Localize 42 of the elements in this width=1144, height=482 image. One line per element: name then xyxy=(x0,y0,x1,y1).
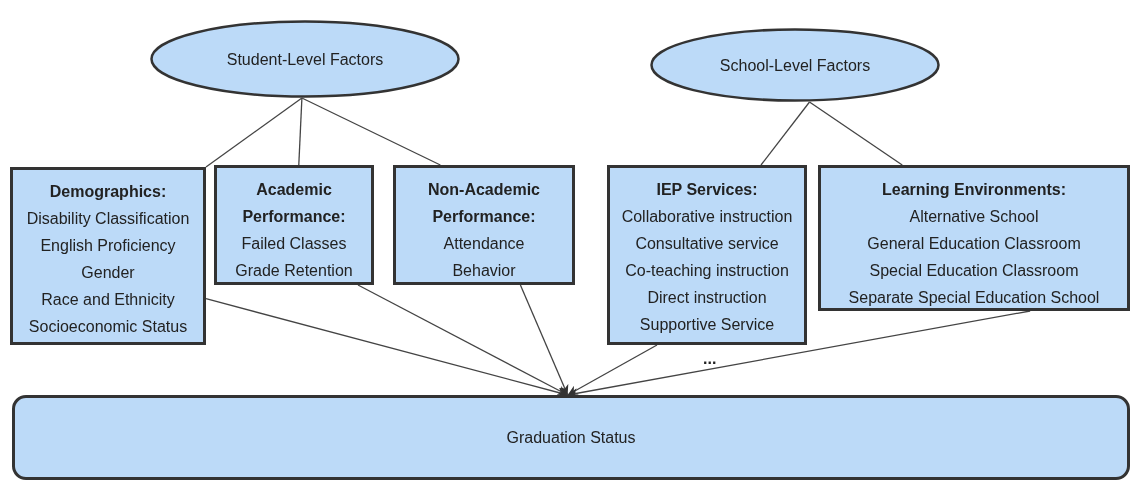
box-heading: Non-Academic Performance: xyxy=(427,180,541,227)
connector-line xyxy=(760,101,811,166)
connector-line xyxy=(808,101,903,166)
connector-line xyxy=(301,97,441,166)
list-item: Alternative School xyxy=(909,207,1039,227)
arrow xyxy=(567,344,658,396)
box-heading: Academic Performance: xyxy=(241,180,347,227)
list-item: Race and Ethnicity xyxy=(41,290,175,310)
box-heading: Learning Environments: xyxy=(882,180,1066,200)
arrow xyxy=(357,284,569,396)
factor-box xyxy=(10,167,206,345)
node-label: Graduation Status xyxy=(506,428,636,448)
connector-line xyxy=(205,97,303,168)
factor-box xyxy=(393,165,575,285)
list-item: Co-teaching instruction xyxy=(625,261,789,281)
list-item: Consultative service xyxy=(635,234,779,254)
factor-box xyxy=(818,165,1130,311)
list-item: Behavior xyxy=(452,261,516,281)
ellipse-node xyxy=(650,28,940,102)
list-item: Separate Special Education School xyxy=(848,288,1100,308)
arrow xyxy=(519,284,569,396)
connector-line xyxy=(298,97,303,166)
ellipsis-note: ... xyxy=(703,350,717,368)
factor-box xyxy=(214,165,374,285)
box-heading: Demographics: xyxy=(49,182,167,202)
list-item: Direct instruction xyxy=(647,288,767,308)
list-item: General Education Classroom xyxy=(867,234,1081,254)
list-item: Disability Classification xyxy=(26,209,190,229)
list-item: Supportive Service xyxy=(639,315,775,335)
list-item: English Proficiency xyxy=(40,236,176,256)
node-label: School-Level Factors xyxy=(719,55,871,76)
rounded-box xyxy=(12,395,1130,480)
node-label: Student-Level Factors xyxy=(226,49,384,70)
list-item: Special Education Classroom xyxy=(869,261,1079,281)
list-item: Failed Classes xyxy=(241,234,347,254)
box-heading: IEP Services: xyxy=(656,180,758,200)
list-item: Collaborative instruction xyxy=(621,207,793,227)
ellipse-node xyxy=(150,20,460,98)
list-item: Socioeconomic Status xyxy=(28,317,188,337)
list-item: Grade Retention xyxy=(235,261,353,281)
list-item: Gender xyxy=(81,263,135,283)
list-item: Attendance xyxy=(443,234,525,254)
